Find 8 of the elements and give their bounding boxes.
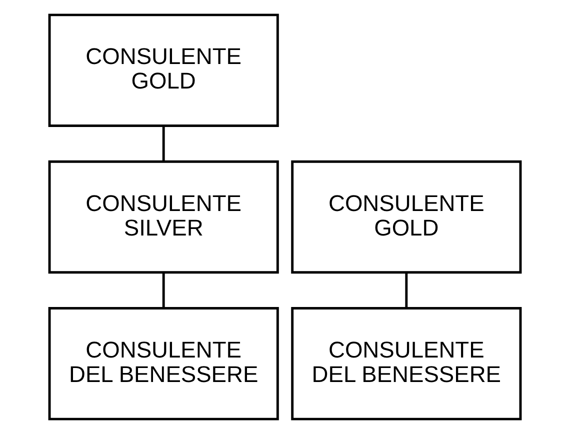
connector [404,272,408,308]
connector [162,126,164,162]
connector [162,272,164,308]
node-box: CONSULENTE DEL BENESSERE [290,307,522,420]
node-box: CONSULENTE GOLD [48,14,278,127]
node-box: CONSULENTE GOLD [290,160,522,274]
node-box: CONSULENTE DEL BENESSERE [48,307,278,420]
node-box: CONSULENTE SILVER [48,160,278,274]
